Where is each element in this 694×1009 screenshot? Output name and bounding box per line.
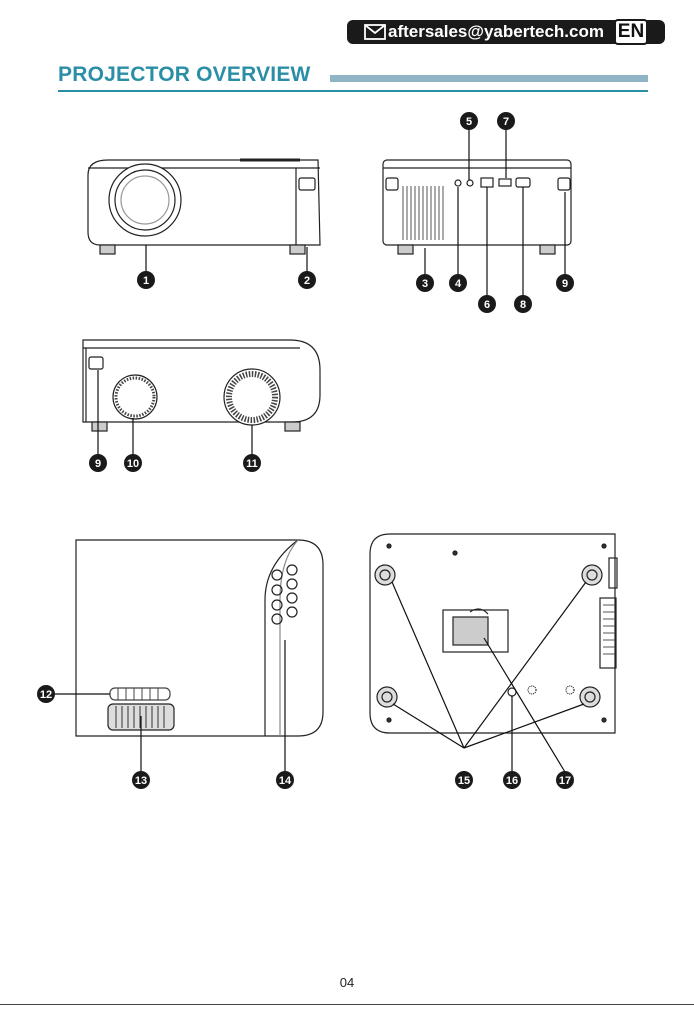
- svg-text:3: 3: [422, 278, 428, 290]
- callout-5: 5: [460, 112, 478, 130]
- svg-text:6: 6: [484, 299, 490, 311]
- callout-15: 15: [455, 771, 473, 789]
- callout-4: 4: [449, 274, 467, 292]
- side-view-drawing: [83, 340, 320, 456]
- callout-6: 6: [478, 295, 496, 313]
- callout-9-back: 9: [556, 274, 574, 292]
- callout-2: 2: [298, 271, 316, 289]
- callout-13: 13: [132, 771, 150, 789]
- top-view-drawing: [53, 540, 323, 772]
- callout-17: 17: [556, 771, 574, 789]
- svg-text:8: 8: [520, 299, 526, 311]
- callout-9-side: 9: [89, 454, 107, 472]
- page-number: 04: [0, 975, 694, 990]
- svg-text:11: 11: [246, 458, 258, 470]
- callout-16: 16: [503, 771, 521, 789]
- svg-text:7: 7: [503, 116, 509, 128]
- svg-text:17: 17: [559, 775, 571, 787]
- svg-text:5: 5: [466, 116, 472, 128]
- svg-text:4: 4: [455, 278, 462, 290]
- svg-text:16: 16: [506, 775, 518, 787]
- svg-text:12: 12: [40, 689, 52, 701]
- svg-text:13: 13: [135, 775, 147, 787]
- callout-3: 3: [416, 274, 434, 292]
- svg-text:9: 9: [562, 278, 568, 290]
- footer-rule: [0, 1004, 694, 1005]
- bottom-view-drawing: [370, 534, 617, 772]
- callout-1: 1: [137, 271, 155, 289]
- svg-text:14: 14: [279, 775, 292, 787]
- callout-10: 10: [124, 454, 142, 472]
- svg-text:10: 10: [127, 458, 139, 470]
- callout-12: 12: [37, 685, 55, 703]
- svg-text:1: 1: [143, 275, 149, 287]
- svg-text:2: 2: [304, 275, 310, 287]
- callout-11: 11: [243, 454, 261, 472]
- callout-7: 7: [497, 112, 515, 130]
- svg-text:15: 15: [458, 775, 470, 787]
- callout-8: 8: [514, 295, 532, 313]
- back-view-drawing: [383, 128, 571, 298]
- callout-14: 14: [276, 771, 294, 789]
- front-view-drawing: [88, 160, 320, 278]
- svg-text:9: 9: [95, 458, 101, 470]
